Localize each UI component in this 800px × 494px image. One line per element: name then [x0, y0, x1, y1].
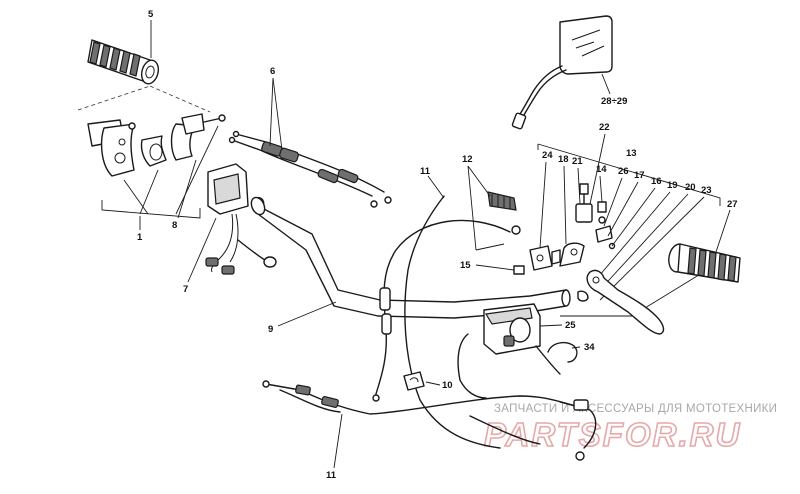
callout-11-top: 11 — [420, 166, 431, 177]
callout-26: 26 — [618, 166, 629, 177]
handlebar — [250, 196, 571, 319]
watermark: ЗАПЧАСТИ И АКСЕССУАРЫ ДЛЯ МОТОТЕХНИКИ PA… — [483, 403, 777, 454]
callout-7: 7 — [183, 284, 188, 295]
callout-12: 12 — [462, 154, 473, 165]
lever-perch — [529, 245, 561, 271]
callout-10: 10 — [442, 380, 453, 391]
callout-24: 24 — [542, 150, 553, 161]
small-nut — [513, 265, 525, 275]
callout-1: 1 — [137, 232, 143, 243]
callout-28-29: 28÷29 — [601, 96, 627, 107]
callout-34: 34 — [584, 342, 595, 353]
watermark-brand: PARTSFOR.RU — [484, 416, 741, 453]
callout-8: 8 — [172, 220, 177, 231]
throttle-assembly — [87, 113, 226, 177]
callout-25: 25 — [565, 320, 576, 331]
callout-11-bottom: 11 — [326, 470, 337, 481]
callout-17: 17 — [634, 170, 645, 181]
clutch-switch — [575, 183, 593, 223]
lever-pivot — [559, 242, 585, 267]
callout-15: 15 — [460, 260, 471, 271]
clutch-choke-cables — [372, 195, 521, 449]
switch-cover — [205, 163, 277, 275]
callout-6: 6 — [270, 66, 275, 77]
circlip — [547, 341, 578, 363]
callout-20: 20 — [685, 182, 696, 193]
right-switch-housing — [457, 303, 561, 399]
clutch-lever — [577, 269, 665, 335]
small-hardware — [595, 201, 616, 250]
right-grip — [668, 243, 741, 283]
watermark-caption: ЗАПЧАСТИ И АКСЕССУАРЫ ДЛЯ МОТОТЕХНИКИ — [494, 403, 777, 415]
callout-5: 5 — [148, 9, 154, 20]
callout-23: 23 — [701, 185, 712, 196]
callout-19: 19 — [667, 180, 678, 191]
throttle-cables — [228, 130, 392, 208]
callout-21: 21 — [572, 156, 583, 167]
lower-cable — [262, 380, 597, 461]
lever-boot — [487, 191, 517, 211]
callout-27: 27 — [727, 199, 738, 210]
cable-clip — [403, 371, 425, 391]
callout-13: 13 — [626, 148, 637, 159]
left-grip — [87, 39, 160, 85]
callout-18: 18 — [558, 154, 569, 165]
callout-14: 14 — [596, 164, 607, 175]
mirror — [511, 15, 613, 130]
callout-9: 9 — [268, 324, 273, 335]
callout-16: 16 — [651, 176, 662, 187]
callout-22: 22 — [599, 122, 610, 133]
